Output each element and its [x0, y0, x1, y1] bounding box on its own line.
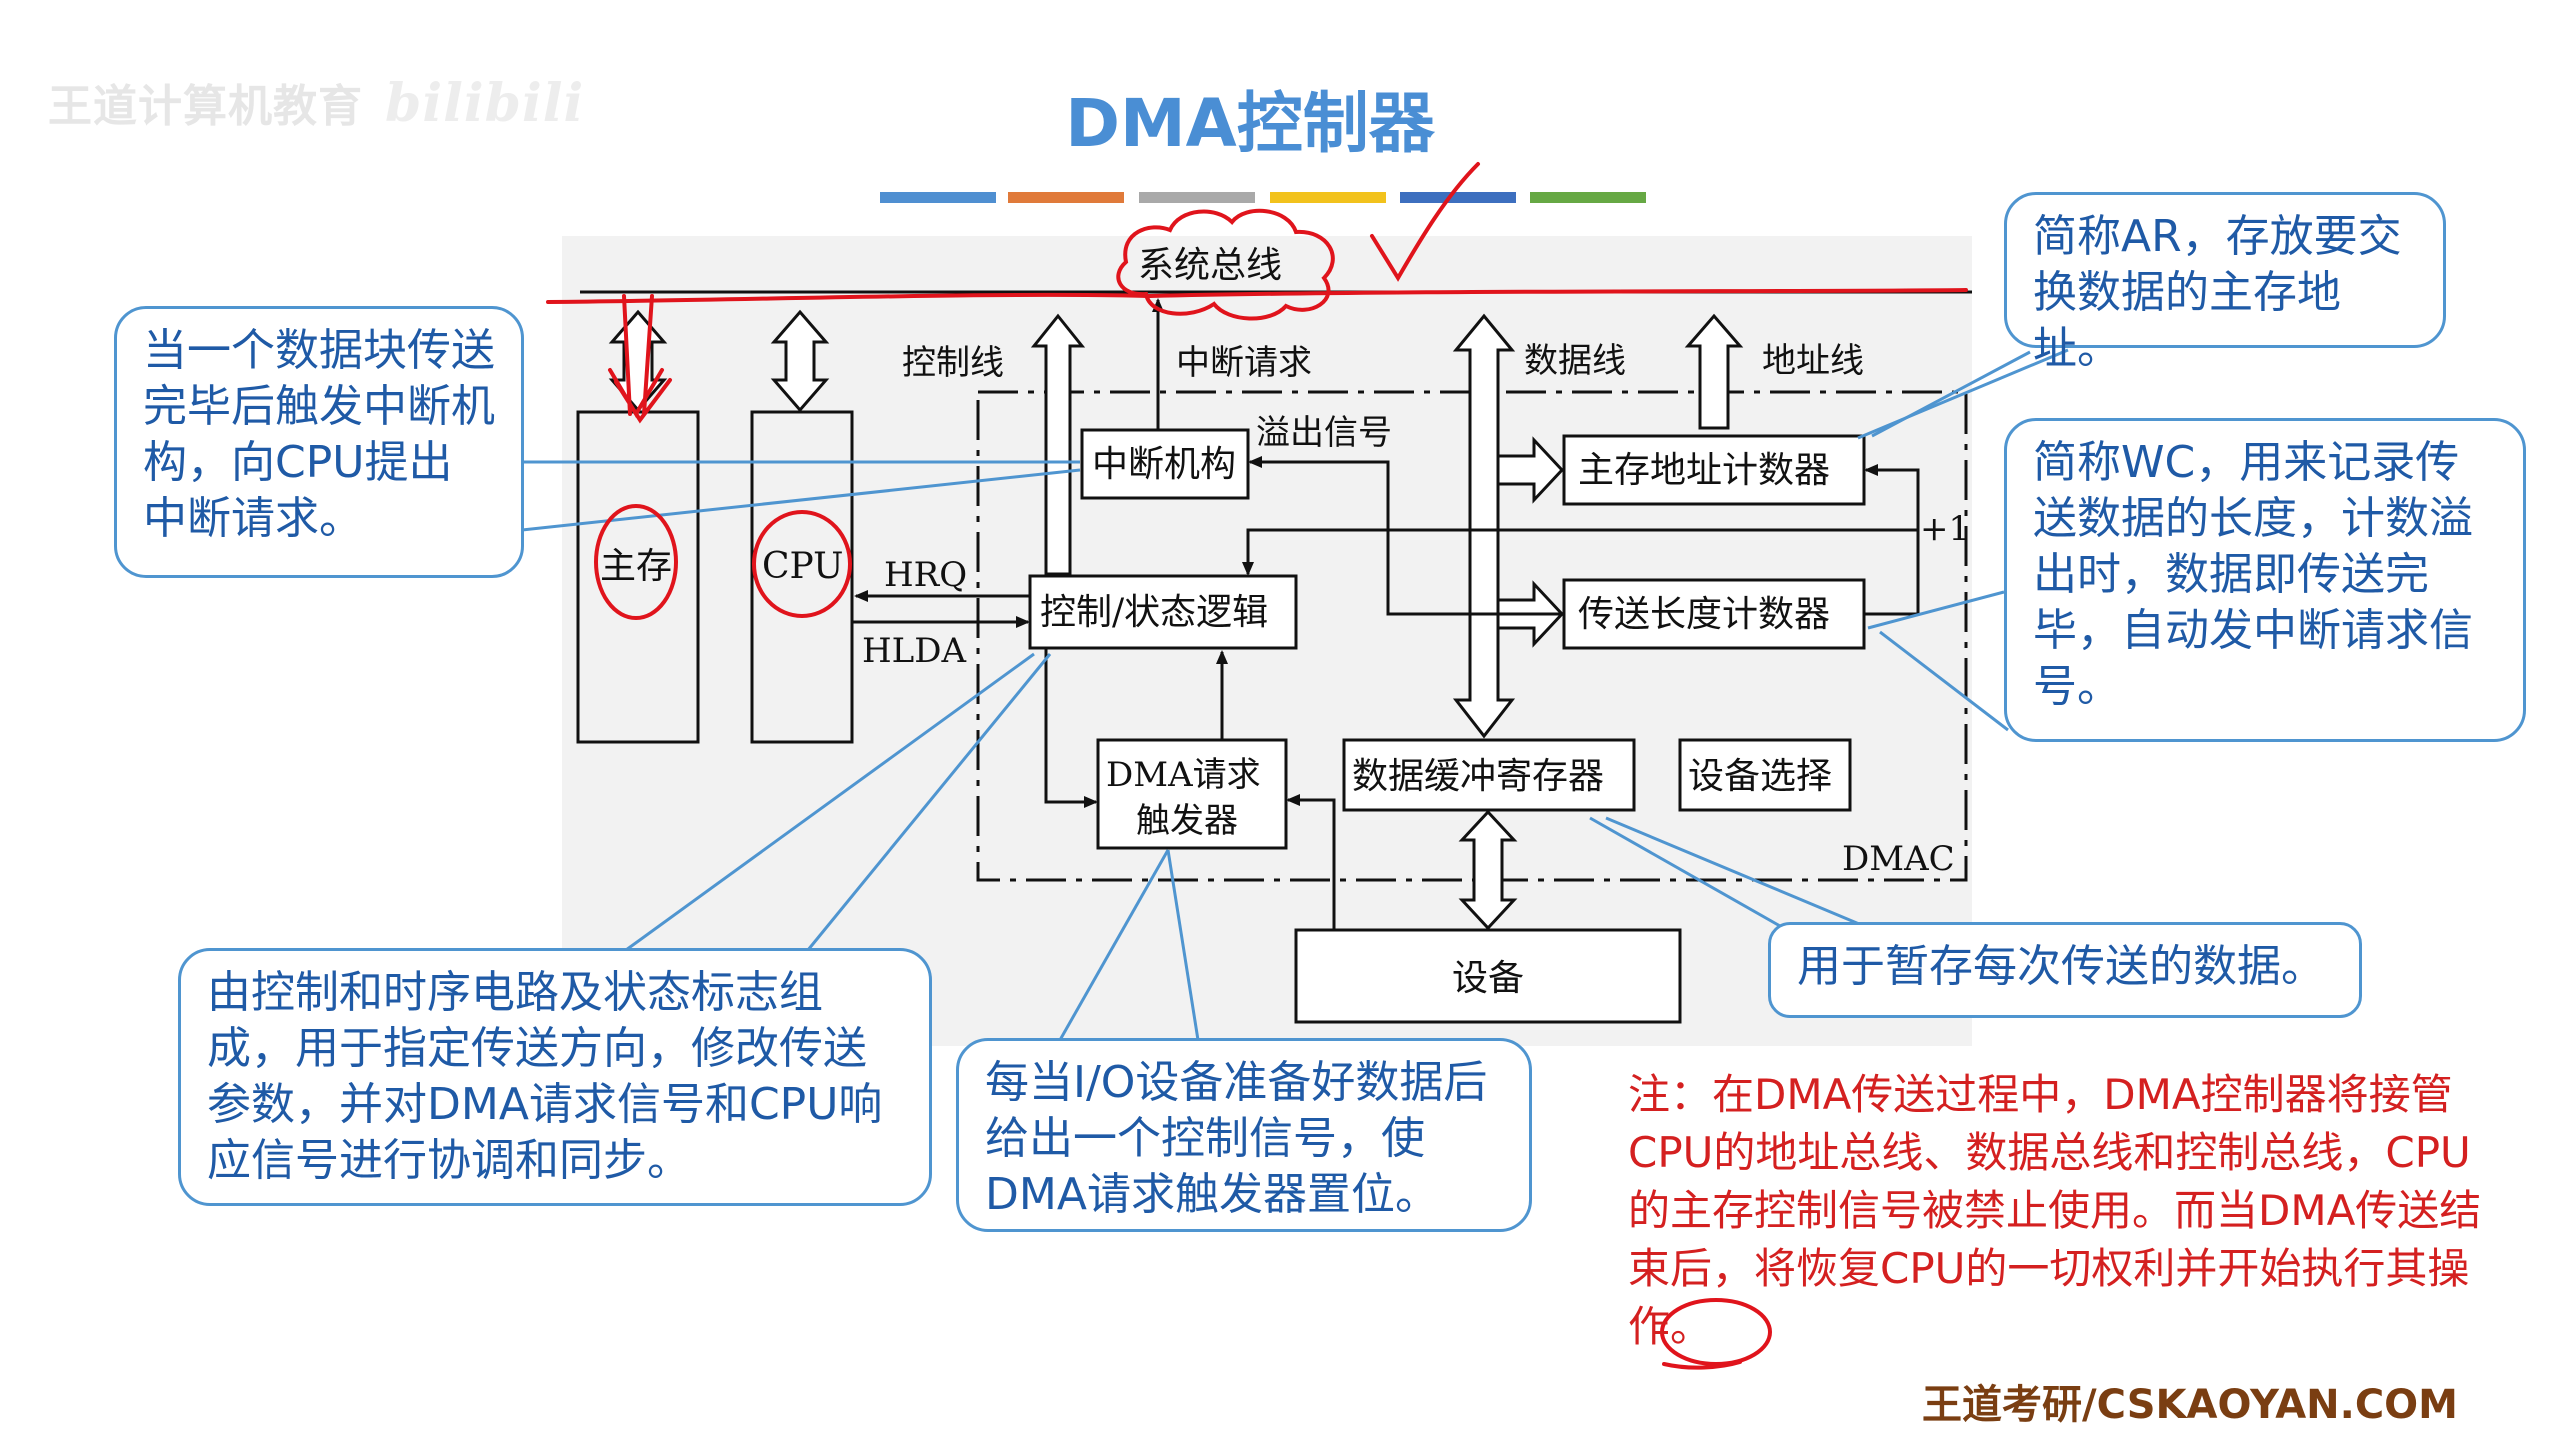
length-counter-box	[1562, 578, 1866, 650]
leader-wc-1	[1867, 590, 2005, 630]
red-circle-cpu-in-note	[1660, 1298, 1772, 1366]
callout-dma-trigger: 每当I/O设备准备好数据后给出一个控制信号，使DMA请求触发器置位。	[956, 1038, 1532, 1232]
control-line-label: 控制线	[902, 343, 1004, 383]
leader-trigger-1	[1058, 849, 1170, 1041]
device-to-trigger-line	[1286, 794, 1336, 930]
cpu-box	[750, 410, 854, 744]
callout-interrupt-unit-text: 当一个数据块传送完毕后触发中断机构，向CPU提出中断请求。	[143, 325, 495, 544]
plus-one-feedback-line	[1864, 464, 1920, 616]
callout-address-register-text: 简称AR，存放要交换数据的主存地址。	[2033, 211, 2402, 374]
dma-trigger-box	[1096, 738, 1288, 850]
callout-data-buffer-text: 用于暂存每次传送的数据。	[1797, 941, 2325, 992]
watermark-bilibili: bilibili	[385, 73, 585, 134]
red-circle-cpu	[752, 510, 852, 618]
dmac-label: DMAC	[1842, 839, 1955, 879]
dmac-boundary	[976, 390, 1968, 882]
hrq-label: HRQ	[884, 555, 967, 595]
red-cloud-around-system-bus	[1116, 208, 1335, 321]
color-bar-6	[1530, 192, 1646, 203]
overflow-signal-line	[1248, 456, 1564, 616]
system-bus-label: 系统总线	[1138, 245, 1282, 286]
data-line-double-arrow	[1452, 313, 1516, 739]
data-line-label: 数据线	[1524, 341, 1626, 381]
interrupt-request-label: 中断请求	[1176, 343, 1312, 383]
footer-brand: 王道考研/CSKAOYAN.COM	[1922, 1382, 2458, 1428]
page-title: DMA控制器	[1065, 85, 1435, 162]
overflow-signal-label: 溢出信号	[1256, 413, 1392, 453]
red-arrows-down-to-memory	[608, 294, 672, 424]
counter-to-control-line	[1242, 528, 1918, 576]
device-select-label: 设备选择	[1688, 756, 1832, 797]
color-bar-2	[1008, 192, 1124, 203]
watermark-brand: 王道计算机教育	[48, 81, 363, 132]
leader-control-2	[806, 653, 1052, 951]
control-to-trigger-line	[1044, 648, 1098, 808]
red-bus-underline	[546, 288, 1968, 304]
callout-interrupt-unit: 当一个数据块传送完毕后触发中断机构，向CPU提出中断请求。	[114, 306, 524, 578]
address-counter-input-arrow	[1496, 436, 1565, 504]
handwritten-annotations	[546, 162, 1968, 1370]
callout-leaders	[521, 348, 2069, 1041]
callout-word-count: 简称WC，用来记录传送数据的长度，计数溢出时，数据即传送完毕，自动发中断请求信号…	[2004, 418, 2526, 742]
control-logic-box	[1028, 574, 1298, 650]
leader-buffer-1	[1589, 816, 1781, 928]
callout-control-logic: 由控制和时序电路及状态标志组成，用于指定传送方向，修改传送参数，并对DMA请求信…	[178, 948, 932, 1206]
color-bar-5	[1400, 192, 1516, 203]
device-box	[1294, 928, 1682, 1024]
control-line-arrow	[1030, 313, 1086, 576]
dma-trigger-label-2: 触发器	[1136, 801, 1238, 841]
callout-data-buffer: 用于暂存每次传送的数据。	[1768, 922, 2362, 1018]
leader-ar-2	[1871, 350, 2031, 438]
hlda-label: HLDA	[862, 631, 966, 671]
color-bar-4	[1270, 192, 1386, 203]
leader-buffer-2	[1605, 816, 1865, 928]
leader-trigger-2	[1166, 849, 1200, 1041]
address-counter-label: 主存地址计数器	[1578, 450, 1830, 491]
data-buffer-box	[1342, 738, 1636, 812]
red-circle-main-memory	[594, 504, 678, 620]
callout-dma-trigger-text: 每当I/O设备准备好数据后给出一个控制信号，使DMA请求触发器置位。	[985, 1057, 1488, 1220]
red-checkmark	[1370, 162, 1480, 282]
buffer-device-double-arrow	[1458, 809, 1518, 931]
color-bar-3	[1139, 192, 1255, 203]
callout-control-logic-text: 由控制和时序电路及状态标志组成，用于指定传送方向，修改传送参数，并对DMA请求信…	[207, 967, 883, 1186]
leader-interrupt-2	[521, 468, 1081, 532]
main-memory-label: 主存	[600, 546, 672, 587]
leader-wc-2	[1879, 630, 2009, 732]
device-select-box	[1678, 738, 1852, 812]
plus-one-label: +1	[1920, 509, 1970, 549]
length-counter-label: 传送长度计数器	[1578, 594, 1830, 635]
callout-address-register: 简称AR，存放要交换数据的主存地址。	[2004, 192, 2446, 374]
control-logic-label: 控制/状态逻辑	[1040, 592, 1268, 633]
address-line-arrow	[1684, 313, 1744, 430]
cpu-bus-double-arrow	[770, 309, 830, 413]
callout-word-count-text: 简称WC，用来记录传送数据的长度，计数溢出时，数据即传送完毕，自动发中断请求信号…	[2033, 437, 2473, 712]
address-line-label: 地址线	[1762, 341, 1864, 381]
interrupt-unit-label: 中断机构	[1092, 444, 1236, 485]
cpu-label: CPU	[762, 546, 843, 587]
data-buffer-label: 数据缓冲寄存器	[1352, 756, 1604, 797]
red-pen-stroke-note	[1662, 1360, 1742, 1370]
leader-control-1	[625, 652, 1035, 952]
device-label: 设备	[1452, 958, 1524, 999]
dma-trigger-label-1: DMA请求	[1106, 755, 1261, 795]
watermark-logo: 王道计算机教育 bilibili	[48, 70, 584, 134]
note-text: 注：在DMA传送过程中，DMA控制器将接管CPU的地址总线、数据总线和控制总线，…	[1628, 1070, 2482, 1351]
color-bar-1	[880, 192, 996, 203]
